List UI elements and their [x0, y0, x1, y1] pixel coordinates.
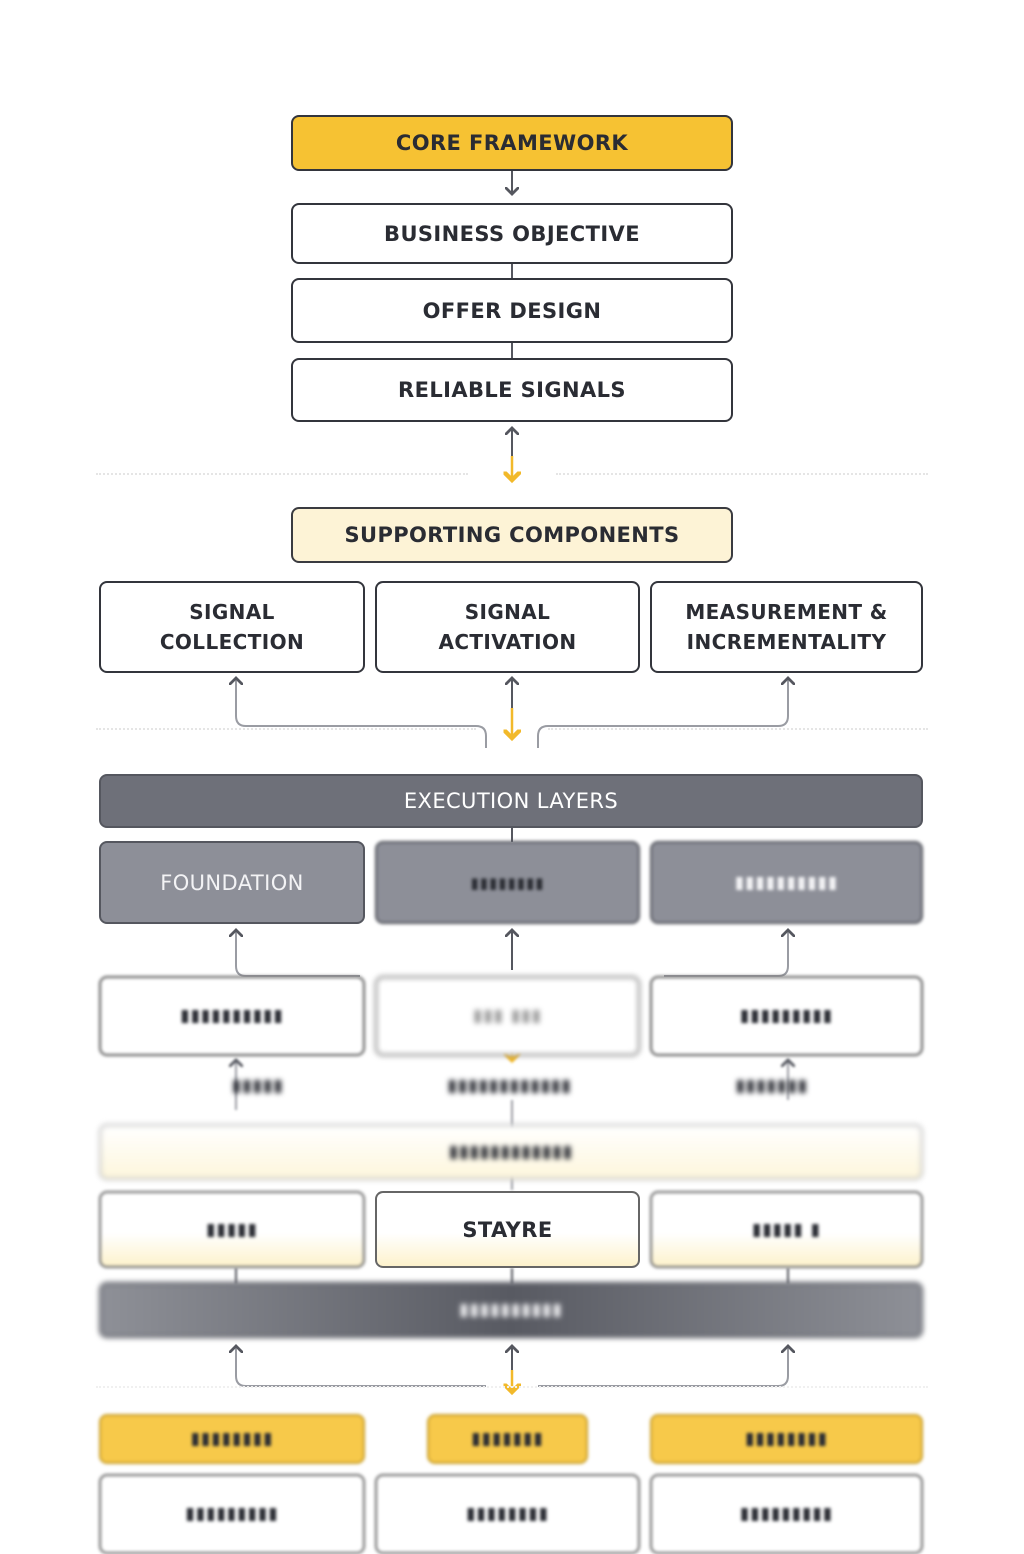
blurred-text: ▮▮▮ ▮▮▮ — [472, 1006, 543, 1026]
reliable-signals-box: RELIABLE SIGNALS — [291, 358, 733, 422]
section-divider — [556, 473, 928, 475]
blurred-text: ▮▮▮▮▮▮▮▮ — [190, 1429, 274, 1449]
supporting-components-header: SUPPORTING COMPONENTS — [291, 507, 733, 563]
blurred-text: ▮▮▮▮▮▮▮▮▮ — [739, 1504, 834, 1524]
yellow-strip-right: ▮▮▮▮▮▮▮▮ — [650, 1414, 923, 1464]
blurred-text: ▮▮▮▮▮▮▮ — [471, 1429, 544, 1449]
signal-activation-label: SIGNAL ACTIVATION — [438, 600, 577, 654]
blurred-text: ▮▮▮▮▮▮▮▮ — [745, 1429, 828, 1449]
yellow-strip-middle: ▮▮▮▮▮▮▮ — [427, 1414, 588, 1464]
business-objective-label: BUSINESS OBJECTIVE — [384, 221, 640, 246]
blurred-text: ▮▮▮▮▮▮▮▮▮▮ — [180, 1006, 284, 1026]
blurred-text: ▮▮▮▮▮▮▮▮▮▮▮▮ — [448, 1142, 574, 1162]
execution-layers-header: EXECUTION LAYERS — [99, 774, 923, 828]
stage-box-middle: STAYRE — [375, 1191, 640, 1268]
business-objective-box: BUSINESS OBJECTIVE — [291, 203, 733, 264]
execution-item-middle: ▮▮▮▮▮▮▮▮ — [375, 841, 640, 924]
stage-box-right: ▮▮▮▮▮ ▮ — [650, 1191, 923, 1268]
lower-box-right: ▮▮▮▮▮▮▮▮▮ — [650, 976, 923, 1056]
blurred-text: ▮▮▮▮▮▮▮▮▮▮ — [734, 872, 839, 893]
supporting-components-label: SUPPORTING COMPONENTS — [344, 523, 680, 547]
section-divider — [96, 1386, 928, 1388]
core-framework-header: CORE FRAMEWORK — [291, 115, 733, 171]
offer-design-label: OFFER DESIGN — [422, 298, 602, 323]
signal-collection-label: SIGNAL COLLECTION — [159, 600, 305, 654]
blurred-text: ▮▮▮▮▮▮▮ — [735, 1076, 809, 1096]
core-framework-label: CORE FRAMEWORK — [395, 131, 629, 155]
section-divider — [96, 473, 468, 475]
bottom-box-right: ▮▮▮▮▮▮▮▮▮ — [650, 1474, 923, 1554]
signal-activation-box: SIGNAL ACTIVATION — [375, 581, 640, 673]
reliable-signals-label: RELIABLE SIGNALS — [398, 378, 626, 402]
lower-box-middle: ▮▮▮ ▮▮▮ — [375, 976, 640, 1056]
foundation-label: FOUNDATION — [160, 870, 304, 895]
blurred-text: ▮▮▮▮▮ ▮ — [751, 1219, 822, 1240]
execution-item-right: ▮▮▮▮▮▮▮▮▮▮ — [650, 841, 923, 924]
blurred-text: ▮▮▮▮▮▮▮▮▮▮▮▮ — [447, 1076, 572, 1096]
lower-wide-bar: ▮▮▮▮▮▮▮▮▮▮▮▮ — [99, 1124, 923, 1180]
blurred-label-row: ▮▮▮▮▮ ▮▮▮▮▮▮▮▮▮▮▮▮ ▮▮▮▮▮▮▮ — [150, 1072, 890, 1100]
section-divider — [96, 728, 476, 730]
measurement-incrementality-label: MEASUREMENT & INCREMENTALITY — [685, 600, 888, 654]
lower-dark-bar: ▮▮▮▮▮▮▮▮▮▮ — [99, 1282, 923, 1338]
stage-label: STAYRE — [462, 1217, 553, 1242]
blurred-text: ▮▮▮▮▮ — [231, 1076, 284, 1096]
blurred-text: ▮▮▮▮▮▮▮▮▮▮ — [459, 1300, 563, 1320]
signal-collection-box: SIGNAL COLLECTION — [99, 581, 365, 673]
section-divider — [548, 728, 928, 730]
lower-box-left: ▮▮▮▮▮▮▮▮▮▮ — [99, 976, 365, 1056]
execution-layers-label: EXECUTION LAYERS — [403, 789, 619, 813]
blurred-text: ▮▮▮▮▮ — [206, 1219, 258, 1240]
stage-box-left: ▮▮▮▮▮ — [99, 1191, 365, 1268]
blurred-text: ▮▮▮▮▮▮▮▮▮ — [185, 1504, 279, 1524]
yellow-strip-left: ▮▮▮▮▮▮▮▮ — [99, 1414, 365, 1464]
measurement-incrementality-box: MEASUREMENT & INCREMENTALITY — [650, 581, 923, 673]
offer-design-box: OFFER DESIGN — [291, 278, 733, 343]
blurred-text: ▮▮▮▮▮▮▮▮ — [470, 873, 545, 892]
bottom-box-middle: ▮▮▮▮▮▮▮▮ — [375, 1474, 640, 1554]
foundation-box: FOUNDATION — [99, 841, 365, 924]
blurred-text: ▮▮▮▮▮▮▮▮ — [466, 1504, 549, 1524]
bottom-box-left: ▮▮▮▮▮▮▮▮▮ — [99, 1474, 365, 1554]
blurred-text: ▮▮▮▮▮▮▮▮▮ — [739, 1006, 834, 1026]
